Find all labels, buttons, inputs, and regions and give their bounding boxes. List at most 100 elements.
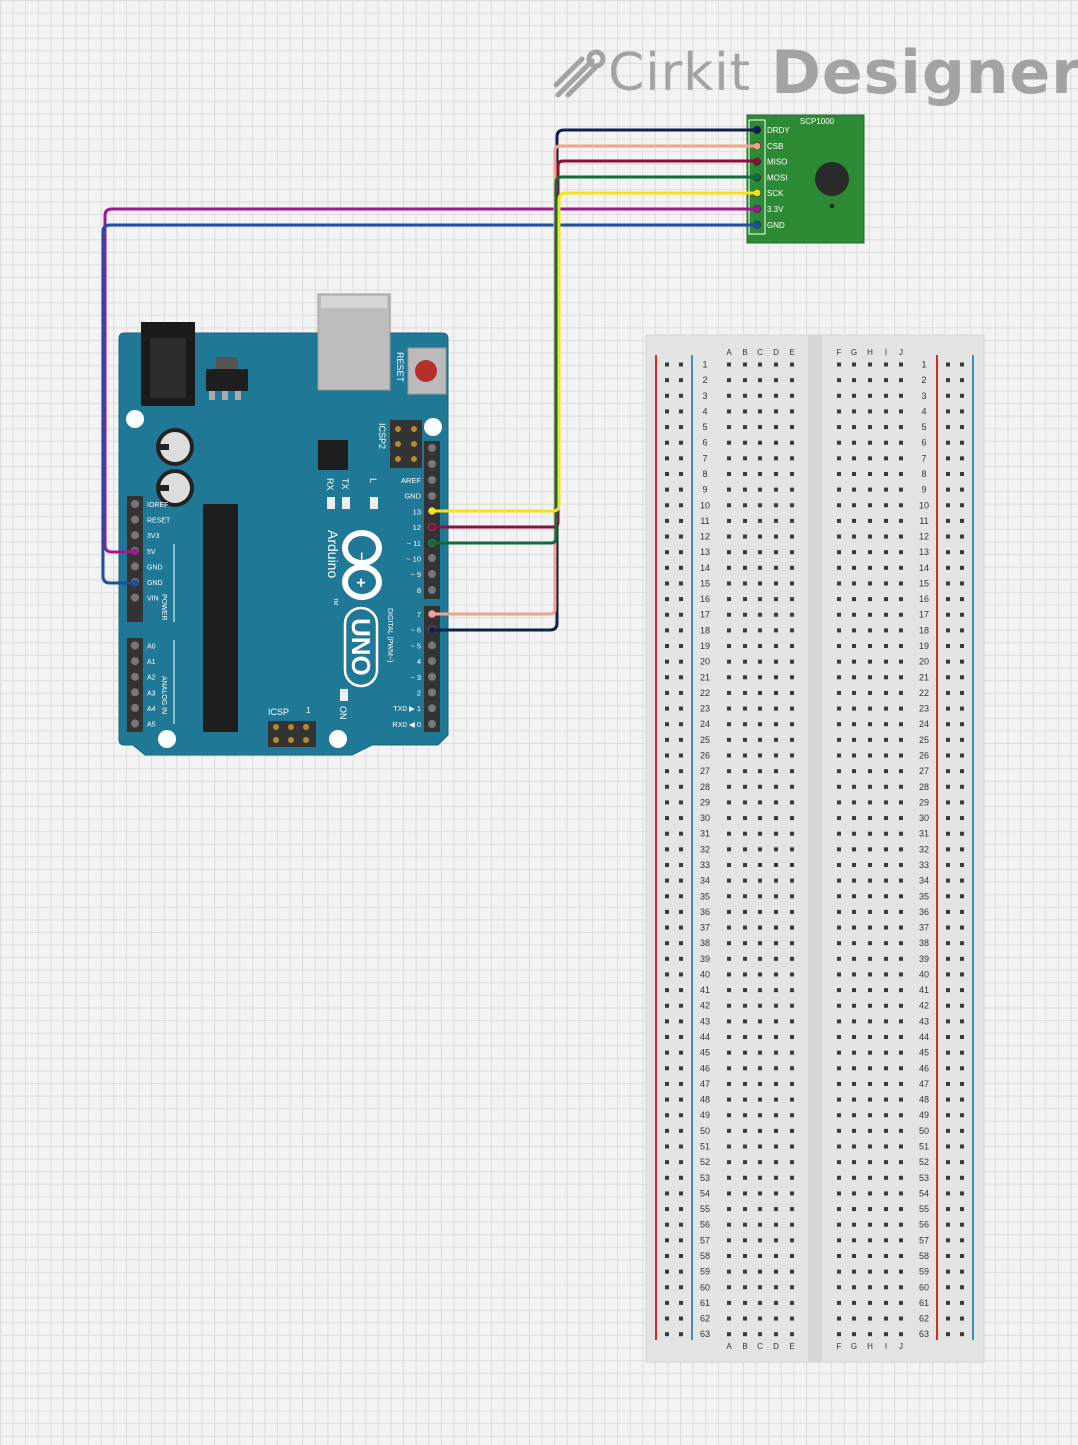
breadboard-hole[interactable] — [790, 440, 794, 445]
breadboard-hole[interactable] — [790, 769, 794, 774]
breadboard-hole[interactable] — [758, 1128, 762, 1133]
breadboard-hole[interactable] — [899, 800, 903, 805]
breadboard-hole[interactable] — [868, 675, 872, 680]
breadboard-hole[interactable] — [852, 1066, 856, 1071]
breadboard-hole[interactable] — [852, 894, 856, 899]
breadboard-hole[interactable] — [665, 425, 669, 430]
breadboard-hole[interactable] — [790, 1222, 794, 1227]
breadboard-hole[interactable] — [727, 706, 731, 711]
breadboard-hole[interactable] — [899, 534, 903, 539]
breadboard-hole[interactable] — [868, 909, 872, 914]
breadboard-hole[interactable] — [790, 503, 794, 508]
breadboard-hole[interactable] — [837, 503, 841, 508]
power-pin[interactable] — [131, 531, 139, 540]
breadboard-hole[interactable] — [774, 1066, 778, 1071]
reset-button[interactable] — [415, 360, 437, 382]
breadboard-hole[interactable] — [946, 831, 950, 836]
breadboard-hole[interactable] — [852, 456, 856, 461]
breadboard-hole[interactable] — [758, 1191, 762, 1196]
breadboard-hole[interactable] — [790, 1081, 794, 1086]
breadboard-hole[interactable] — [679, 1191, 683, 1196]
breadboard-hole[interactable] — [758, 487, 762, 492]
breadboard-hole[interactable] — [960, 988, 964, 993]
breadboard-hole[interactable] — [946, 550, 950, 555]
breadboard-hole[interactable] — [743, 1191, 747, 1196]
breadboard-hole[interactable] — [743, 378, 747, 383]
breadboard-hole[interactable] — [837, 581, 841, 586]
breadboard-hole[interactable] — [774, 644, 778, 649]
breadboard-hole[interactable] — [960, 487, 964, 492]
breadboard-hole[interactable] — [837, 1113, 841, 1118]
breadboard-hole[interactable] — [758, 503, 762, 508]
breadboard-hole[interactable] — [727, 753, 731, 758]
breadboard-hole[interactable] — [884, 722, 888, 727]
breadboard-hole[interactable] — [727, 1253, 731, 1258]
breadboard-hole[interactable] — [884, 612, 888, 617]
breadboard-hole[interactable] — [774, 925, 778, 930]
breadboard-hole[interactable] — [665, 675, 669, 680]
breadboard-hole[interactable] — [679, 894, 683, 899]
breadboard-hole[interactable] — [758, 1003, 762, 1008]
breadboard-hole[interactable] — [960, 1144, 964, 1149]
breadboard-hole[interactable] — [884, 1128, 888, 1133]
breadboard-hole[interactable] — [899, 1144, 903, 1149]
breadboard-hole[interactable] — [946, 1175, 950, 1180]
breadboard-hole[interactable] — [946, 972, 950, 977]
breadboard-hole[interactable] — [743, 612, 747, 617]
breadboard-hole[interactable] — [790, 409, 794, 414]
breadboard-hole[interactable] — [774, 1316, 778, 1321]
breadboard-hole[interactable] — [899, 1066, 903, 1071]
breadboard-hole[interactable] — [946, 581, 950, 586]
breadboard-hole[interactable] — [774, 1191, 778, 1196]
breadboard-hole[interactable] — [758, 722, 762, 727]
breadboard-hole[interactable] — [790, 753, 794, 758]
breadboard-hole[interactable] — [837, 1238, 841, 1243]
breadboard-hole[interactable] — [884, 425, 888, 430]
breadboard-hole[interactable] — [727, 659, 731, 664]
breadboard-hole[interactable] — [852, 1222, 856, 1227]
breadboard-hole[interactable] — [946, 362, 950, 367]
breadboard-hole[interactable] — [884, 644, 888, 649]
breadboard-hole[interactable] — [790, 487, 794, 492]
breadboard-hole[interactable] — [852, 1097, 856, 1102]
breadboard-hole[interactable] — [743, 456, 747, 461]
breadboard-hole[interactable] — [884, 894, 888, 899]
breadboard-hole[interactable] — [758, 800, 762, 805]
breadboard-hole[interactable] — [868, 1160, 872, 1165]
breadboard-hole[interactable] — [884, 1191, 888, 1196]
breadboard-hole[interactable] — [679, 425, 683, 430]
breadboard-hole[interactable] — [946, 425, 950, 430]
breadboard-hole[interactable] — [665, 784, 669, 789]
breadboard-hole[interactable] — [884, 1300, 888, 1305]
breadboard-hole[interactable] — [743, 1332, 747, 1337]
breadboard-hole[interactable] — [727, 784, 731, 789]
breadboard-hole[interactable] — [946, 378, 950, 383]
breadboard-hole[interactable] — [946, 1207, 950, 1212]
breadboard-hole[interactable] — [960, 393, 964, 398]
breadboard-hole[interactable] — [790, 988, 794, 993]
breadboard-hole[interactable] — [852, 769, 856, 774]
breadboard-hole[interactable] — [743, 690, 747, 695]
breadboard-hole[interactable] — [758, 784, 762, 789]
breadboard-hole[interactable] — [790, 784, 794, 789]
breadboard-hole[interactable] — [960, 1300, 964, 1305]
breadboard-hole[interactable] — [790, 1316, 794, 1321]
breadboard-hole[interactable] — [665, 909, 669, 914]
digital-pin[interactable] — [428, 688, 436, 697]
breadboard-hole[interactable] — [884, 988, 888, 993]
breadboard-hole[interactable] — [758, 362, 762, 367]
breadboard-hole[interactable] — [899, 1081, 903, 1086]
breadboard-hole[interactable] — [774, 518, 778, 523]
breadboard-hole[interactable] — [884, 1144, 888, 1149]
breadboard-hole[interactable] — [758, 1300, 762, 1305]
breadboard-hole[interactable] — [743, 644, 747, 649]
breadboard-hole[interactable] — [960, 737, 964, 742]
breadboard-hole[interactable] — [884, 675, 888, 680]
breadboard-hole[interactable] — [665, 612, 669, 617]
breadboard-hole[interactable] — [758, 1253, 762, 1258]
breadboard-hole[interactable] — [774, 909, 778, 914]
breadboard-hole[interactable] — [837, 737, 841, 742]
breadboard-hole[interactable] — [960, 816, 964, 821]
breadboard-hole[interactable] — [665, 456, 669, 461]
